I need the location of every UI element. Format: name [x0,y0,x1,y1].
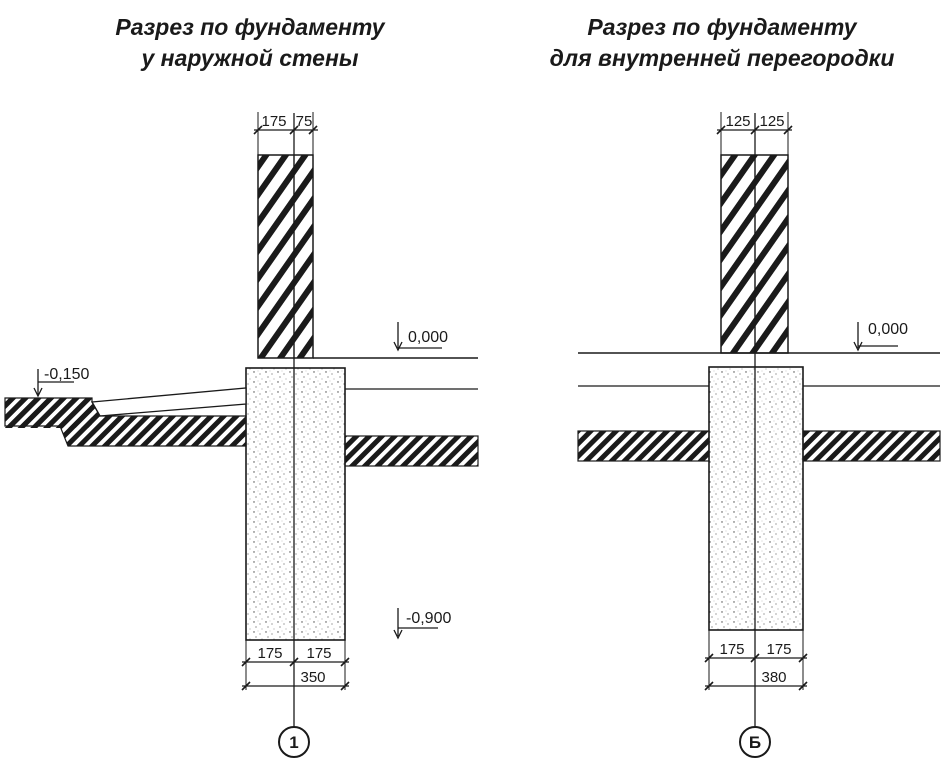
left-soil-inner [344,435,479,467]
right-axis-marker [739,726,771,758]
right-section-title: Разрез по фундаменту для внутренней пере… [502,12,942,74]
left-section-title: Разрез по фундаменту у наружной стены [30,12,470,74]
right-axis-label: Б [749,733,761,752]
left-footing-total: 350 [300,669,325,686]
right-wall-tick-2 [750,125,760,135]
right-wall-dim-2: 125 [759,113,784,130]
left-footing-tick-2 [289,657,299,667]
right-title-line2: для внутренней перегородки [549,45,895,71]
left-level-base-marker [393,608,438,640]
left-wall-dim-2: 75 [296,113,313,130]
left-level-floor: 0,000 [408,329,448,346]
left-axis-marker [278,726,310,758]
left-soil-outer-strip [5,398,92,428]
left-title-line1: Разрез по фундаменту [115,14,385,40]
left-footing [245,367,346,641]
left-level-ground: -0,150 [44,366,89,383]
right-footing [708,366,804,631]
left-wall [257,154,314,359]
left-wall-dim-1: 175 [261,113,286,130]
left-level-ground-marker [33,369,74,398]
right-footing-dim-1: 175 [719,641,744,658]
left-footing-dim-2: 175 [306,645,331,662]
left-total-tick-2 [340,681,350,691]
left-footing-tick-3 [340,657,350,667]
right-total-tick-1 [704,681,714,691]
left-axis-label: 1 [289,733,298,752]
right-title-line1: Разрез по фундаменту [587,14,857,40]
right-wall-dim-1: 125 [725,113,750,130]
right-soil-left [577,430,710,462]
left-title-line2: у наружной стены [141,45,359,71]
right-total-tick-2 [798,681,808,691]
right-footing-tick-2 [750,653,760,663]
left-wall-tick-2 [289,125,299,135]
right-footing-total: 380 [761,669,786,686]
left-footing-tick-1 [241,657,251,667]
right-level-floor-marker [853,322,898,352]
left-total-tick-1 [241,681,251,691]
right-footing-tick-1 [704,653,714,663]
left-wall-tick-1 [253,125,263,135]
left-section: 1 175 75 0,000 -0,150 [4,112,479,758]
left-wall-tick-3 [308,125,318,135]
right-wall-tick-3 [783,125,793,135]
left-level-floor-marker [393,322,442,352]
right-footing-tick-3 [798,653,808,663]
right-footing-dim-2: 175 [766,641,791,658]
right-level-floor: 0,000 [868,321,908,338]
right-soil-right [802,430,941,462]
right-section: Б 125 125 0,000 175 1 [577,112,941,758]
left-blind-area [90,387,247,417]
left-level-base: -0,900 [406,610,451,627]
left-footing-dim-1: 175 [257,645,282,662]
right-wall-tick-1 [716,125,726,135]
